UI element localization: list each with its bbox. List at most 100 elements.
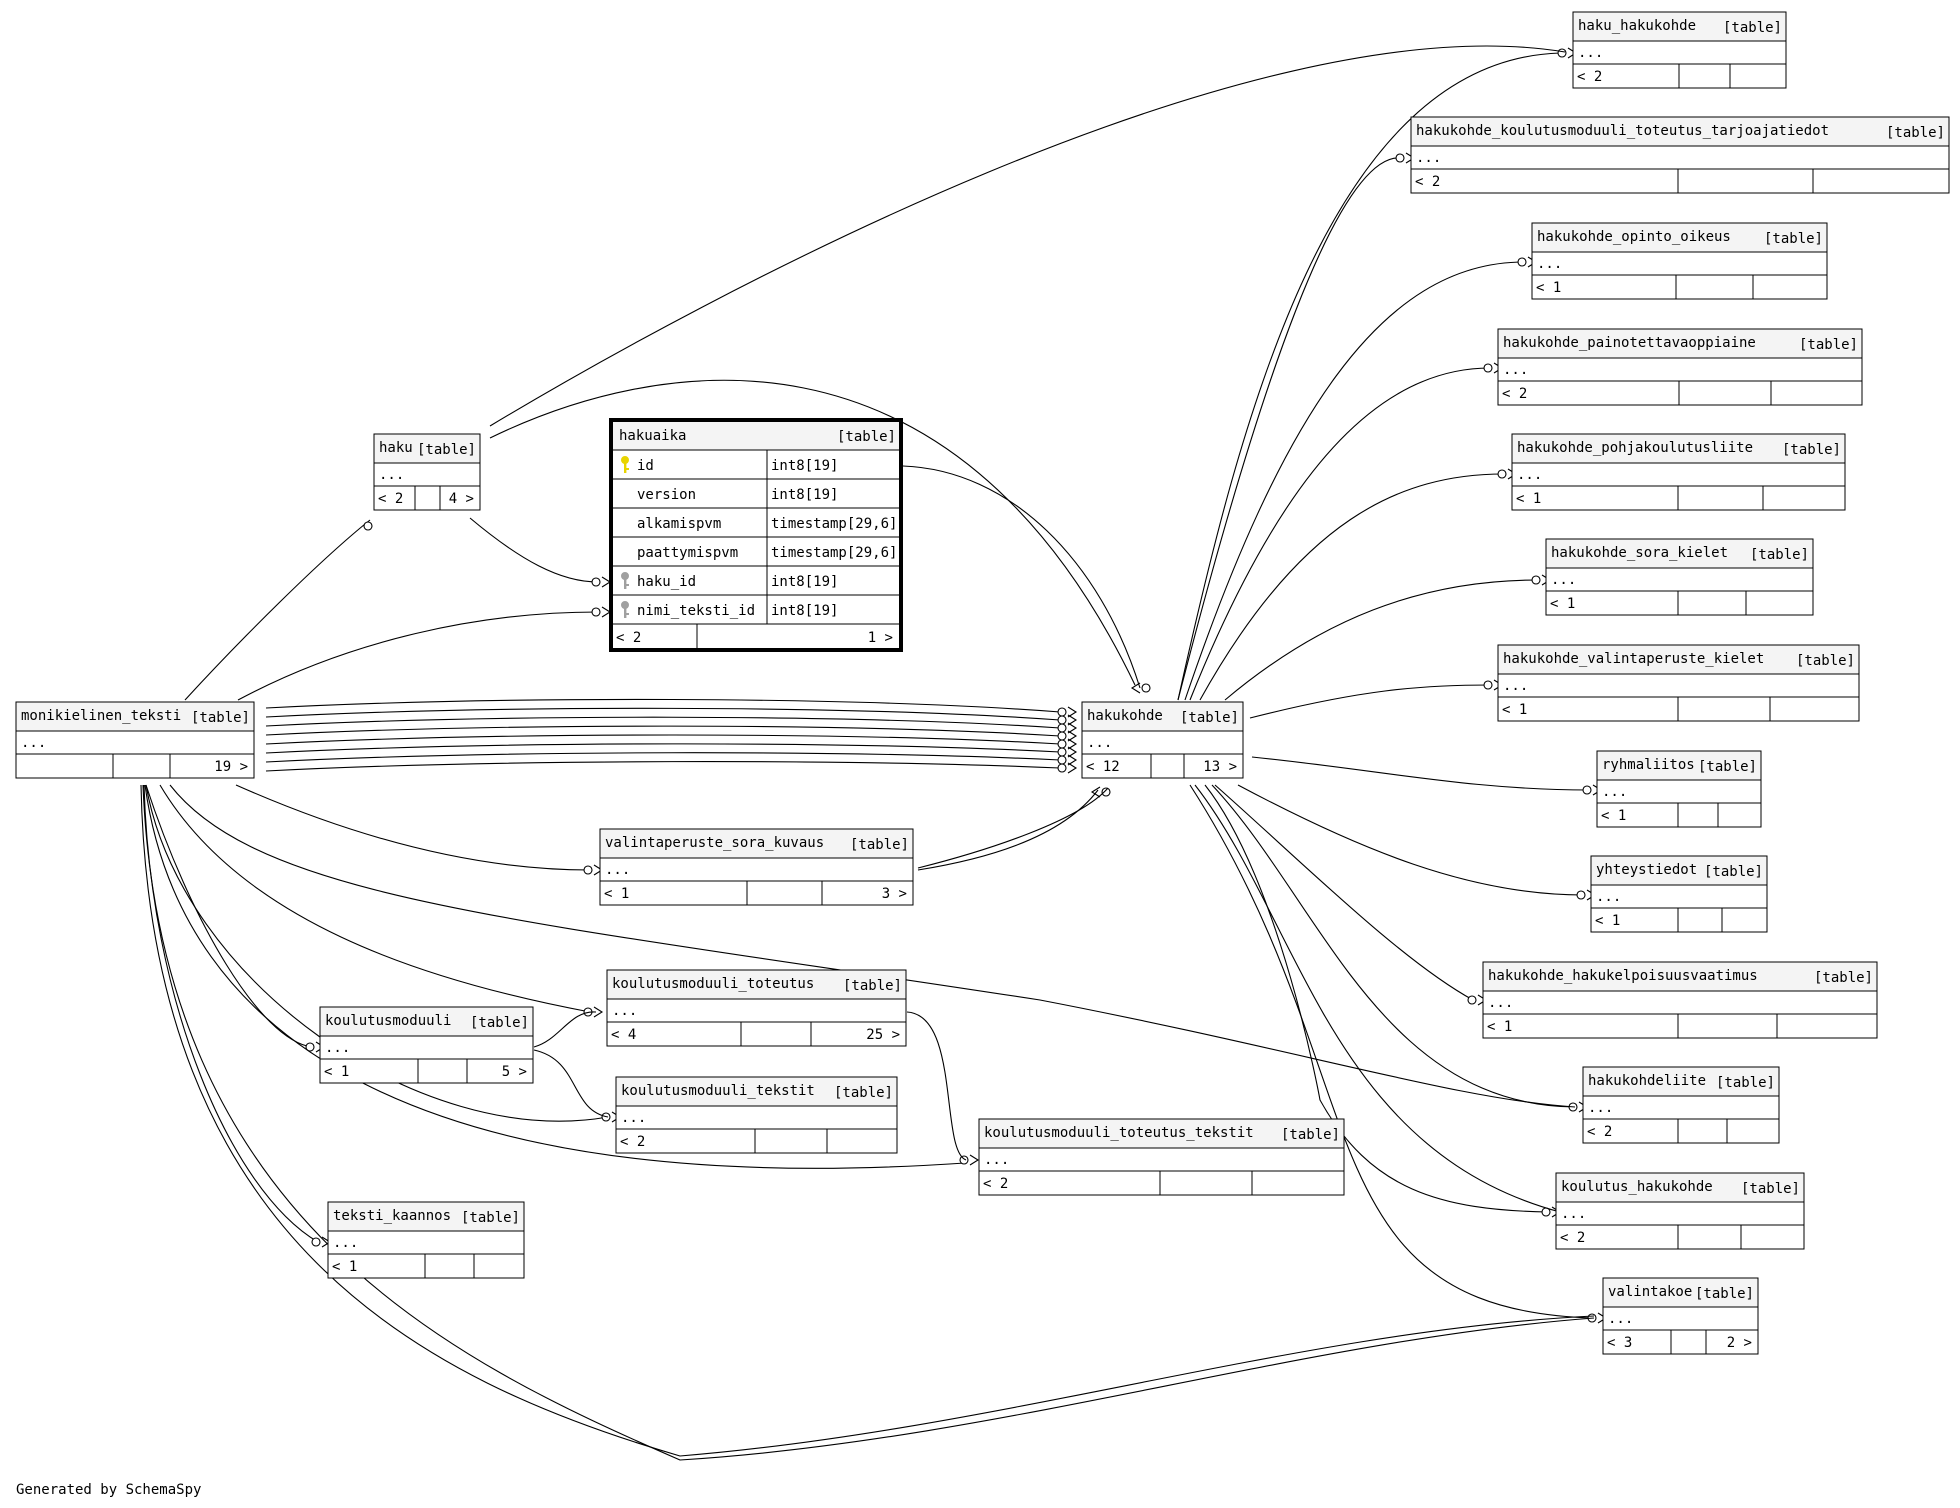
footer-parents[interactable]: < 1 (1516, 491, 1541, 507)
table-body (615, 1105, 898, 1130)
footer-parents[interactable]: < 2 (1587, 1124, 1612, 1140)
table-header (613, 422, 899, 450)
table-name: valintaperuste_sora_kuvaus (605, 835, 824, 851)
footer-children[interactable]: 19 > (214, 759, 248, 775)
footer-parents[interactable]: < 2 (1577, 69, 1602, 85)
relationship-line (1204, 784, 1549, 1213)
relationship-line (145, 784, 609, 1122)
zero-or-many-marker (1057, 731, 1067, 741)
zero-or-many-marker (1467, 995, 1477, 1005)
table-body (1545, 567, 1814, 592)
footer-children[interactable]: 1 > (868, 630, 893, 646)
table-body (1555, 1201, 1805, 1226)
table-hakukohdeliite[interactable]: hakukohdeliite[table]...< 2 (1582, 1066, 1780, 1144)
footer-parents[interactable]: < 4 (611, 1027, 636, 1043)
table-name: koulutus_hakukohde (1561, 1179, 1713, 1195)
table-ryhmaliitos[interactable]: ryhmaliitos[table]...< 1 (1596, 750, 1762, 828)
footer-parents[interactable]: < 2 (616, 630, 641, 646)
table-monikielinen-teksti[interactable]: monikielinen_teksti[table]...19 > (15, 701, 255, 779)
footer-parents[interactable]: < 1 (604, 886, 629, 902)
column-name: id (637, 458, 654, 474)
table-type-tag: [table] (1796, 653, 1855, 669)
table-name: monikielinen_teksti (21, 708, 181, 724)
footer-children[interactable]: 25 > (866, 1027, 900, 1043)
table-body (1497, 673, 1860, 698)
table-haku-hakukohde[interactable]: haku_hakukohde[table]...< 2 (1572, 11, 1787, 89)
footer-parents[interactable]: < 1 (332, 1259, 357, 1275)
table-body (1511, 462, 1846, 487)
table-teksti-kaannos[interactable]: teksti_kaannos[table]...< 1 (327, 1201, 525, 1279)
relationship-line (1251, 756, 1590, 791)
table-koulutusmoduuli-toteutus-tekstit[interactable]: koulutusmoduuli_toteutus_tekstit[table].… (978, 1118, 1345, 1196)
footer-parents[interactable]: < 2 (1415, 174, 1440, 190)
crow-foot-marker (1067, 754, 1078, 766)
table-type-tag: [table] (461, 1210, 520, 1226)
table-hakukohde-valintaperuste-kielet[interactable]: hakukohde_valintaperuste_kielet[table]..… (1497, 644, 1860, 722)
footer-parents[interactable]: < 1 (1595, 913, 1620, 929)
table-ellipsis: ... (1561, 1206, 1586, 1222)
table-header (1482, 961, 1878, 992)
table-koulutus-hakukohde[interactable]: koulutus_hakukohde[table]...< 2 (1555, 1172, 1805, 1250)
footer-parents[interactable]: < 1 (1502, 702, 1527, 718)
table-header (1596, 750, 1762, 781)
footer-parents[interactable]: < 2 (620, 1134, 645, 1150)
table-koulutusmoduuli-tekstit[interactable]: koulutusmoduuli_tekstit[table]...< 2 (615, 1076, 898, 1154)
table-footer (606, 1021, 907, 1047)
zero-or-many-marker (1057, 755, 1067, 765)
relationship-line (1249, 684, 1491, 719)
crow-foot-marker (1090, 786, 1101, 798)
footer-parents[interactable]: < 2 (378, 491, 403, 507)
footer-parents[interactable]: < 12 (1086, 759, 1120, 775)
table-body (1497, 357, 1863, 382)
footer-children[interactable]: 2 > (1727, 1335, 1752, 1351)
table-ellipsis: ... (1596, 889, 1621, 905)
footer-parents[interactable]: < 2 (1560, 1230, 1585, 1246)
footer-parents[interactable]: < 3 (1607, 1335, 1632, 1351)
footer-parents[interactable]: < 2 (1502, 386, 1527, 402)
footer-children[interactable]: 13 > (1203, 759, 1237, 775)
relationship-line (533, 1049, 609, 1118)
table-name: hakukohde_opinto_oikeus (1537, 229, 1731, 245)
table-name: koulutusmoduuli_toteutus_tekstit (984, 1125, 1254, 1141)
table-hakukohde-koulutusmoduuli-toteutus-tarjoajatiedot[interactable]: hakukohde_koulutusmoduuli_toteutus_tarjo… (1410, 116, 1950, 194)
table-hakukohde-painotettavaoppiaine[interactable]: hakukohde_painotettavaoppiaine[table]...… (1497, 328, 1863, 406)
table-hakukohde-opinto-oikeus[interactable]: hakukohde_opinto_oikeus[table]...< 1 (1531, 222, 1828, 300)
footer-parents[interactable]: < 1 (1487, 1019, 1512, 1035)
footer-parents[interactable]: < 1 (1601, 808, 1626, 824)
footer-children[interactable]: 3 > (882, 886, 907, 902)
footer-parents[interactable]: < 1 (1550, 596, 1575, 612)
footer-children[interactable]: 5 > (502, 1064, 527, 1080)
footer-children[interactable]: 4 > (449, 491, 474, 507)
table-footer (1410, 168, 1950, 194)
relationship-line (159, 784, 591, 1013)
footer-parents[interactable]: < 1 (324, 1064, 349, 1080)
relationship-line (265, 752, 1061, 763)
table-name: ryhmaliitos (1602, 757, 1695, 773)
table-footer (1590, 907, 1768, 933)
table-hakukohde-hakukelpoisuusvaatimus[interactable]: hakukohde_hakukelpoisuusvaatimus[table].… (1482, 961, 1878, 1039)
table-hakukohde-pohjakoulutusliite[interactable]: hakukohde_pohjakoulutusliite[table]...< … (1511, 433, 1846, 511)
crow-foot-marker (1067, 762, 1078, 774)
table-yhteystiedot[interactable]: yhteystiedot[table]...< 1 (1590, 855, 1768, 933)
table-hakukohde-sora-kielet[interactable]: hakukohde_sora_kielet[table]...< 1 (1545, 538, 1814, 616)
table-name: hakukohde (1087, 708, 1163, 724)
relationship-line (235, 784, 591, 871)
table-ellipsis: ... (1608, 1311, 1633, 1327)
zero-or-many-marker (1057, 763, 1067, 773)
footer-parents[interactable]: < 2 (983, 1176, 1008, 1192)
footer-parents[interactable]: < 1 (1536, 280, 1561, 296)
